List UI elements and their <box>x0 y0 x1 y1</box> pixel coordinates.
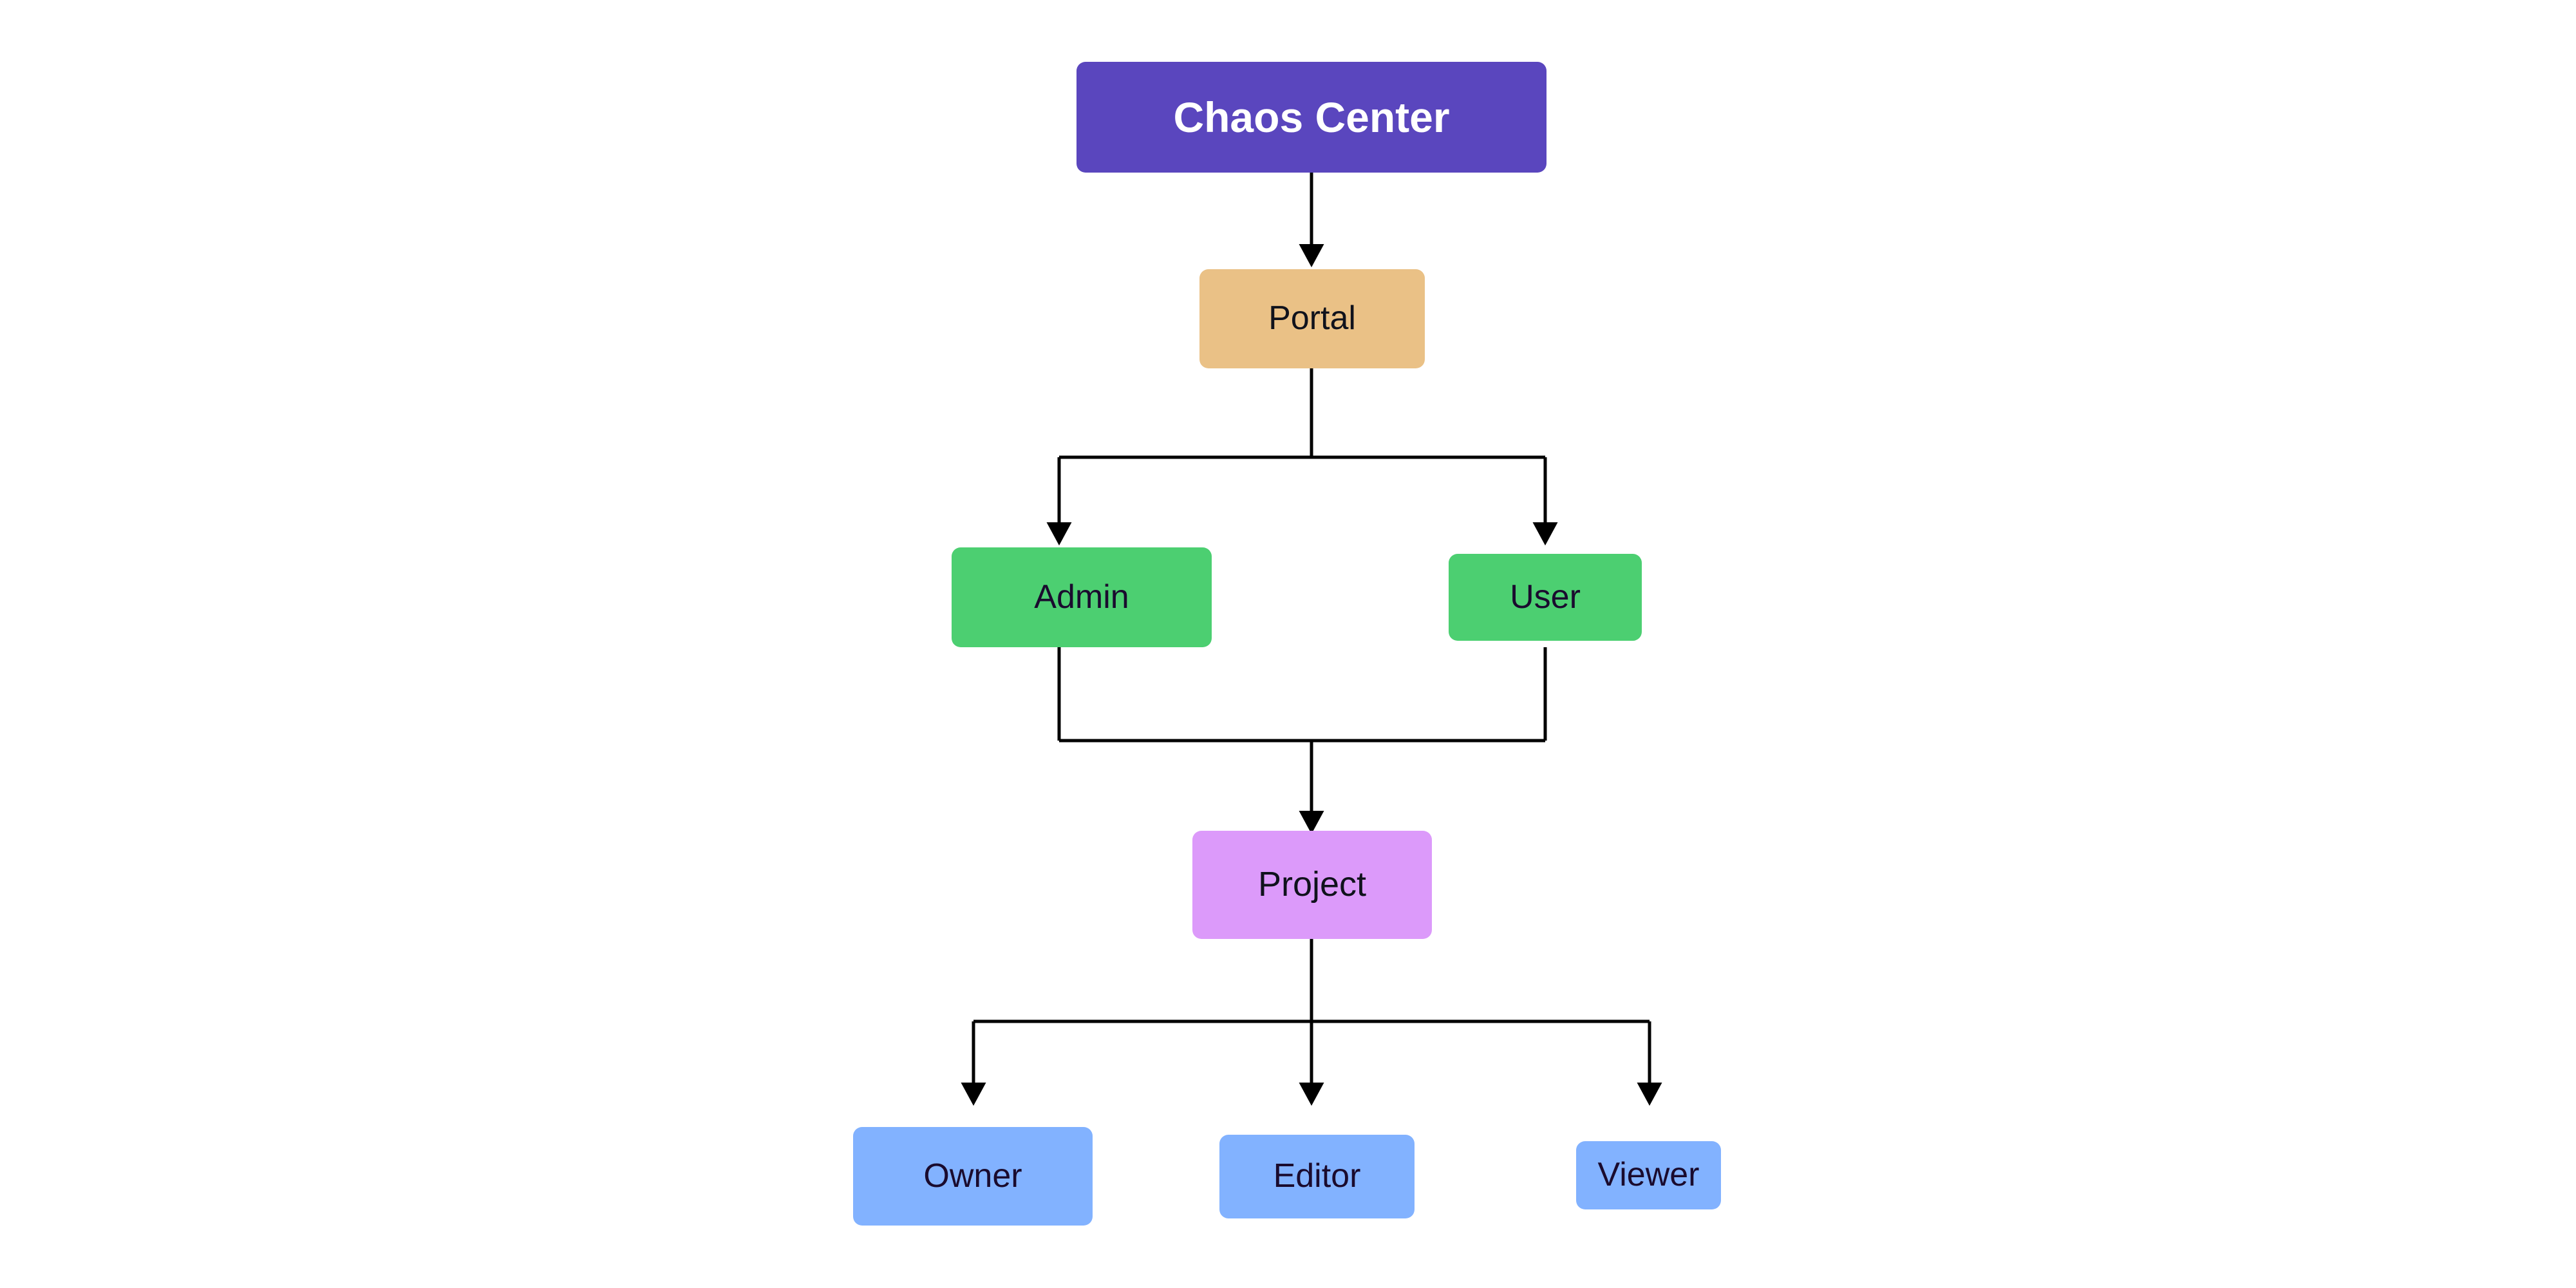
node-portal-label: Portal <box>1268 299 1356 337</box>
node-viewer[interactable]: Viewer <box>1576 1141 1721 1209</box>
node-chaos-center-label: Chaos Center <box>1173 93 1450 141</box>
node-editor-label: Editor <box>1273 1157 1361 1195</box>
node-chaos-center[interactable]: Chaos Center <box>1076 62 1547 173</box>
node-editor[interactable]: Editor <box>1219 1135 1415 1218</box>
node-viewer-label: Viewer <box>1597 1156 1700 1194</box>
node-admin-label: Admin <box>1034 578 1129 616</box>
node-owner-label: Owner <box>923 1157 1022 1195</box>
node-user[interactable]: User <box>1449 554 1642 641</box>
node-owner[interactable]: Owner <box>853 1127 1093 1226</box>
node-project[interactable]: Project <box>1192 831 1432 939</box>
node-project-label: Project <box>1257 865 1367 904</box>
node-user-label: User <box>1510 578 1581 616</box>
node-portal[interactable]: Portal <box>1199 269 1425 368</box>
node-admin[interactable]: Admin <box>952 547 1212 647</box>
